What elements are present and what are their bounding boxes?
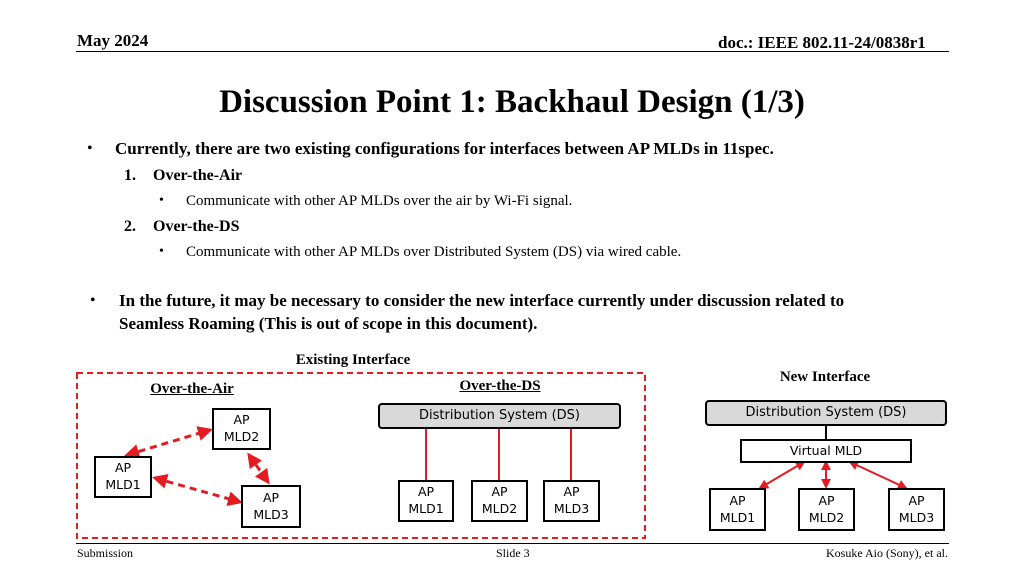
slide-title: Discussion Point 1: Backhaul Design (1/3… bbox=[219, 84, 805, 120]
new-interface-label: New Interface bbox=[779, 369, 871, 385]
ota-link-mld2-mld3 bbox=[247, 452, 270, 485]
existing-interface-frame bbox=[76, 372, 646, 539]
new-virtual-to-mld1 bbox=[758, 460, 806, 490]
footer-slide-number: Slide 3 bbox=[496, 546, 530, 560]
new-distribution-system: Distribution System (DS) bbox=[705, 400, 947, 426]
item1-description: Communicate with other AP MLDs over the … bbox=[186, 193, 573, 209]
ods-distribution-system: Distribution System (DS) bbox=[378, 403, 621, 429]
item1-number: 1. bbox=[124, 167, 136, 184]
footer-author: Kosuke Aio (Sony), et al. bbox=[826, 546, 948, 560]
bullet-existing-configs: Currently, there are two existing config… bbox=[115, 139, 774, 158]
bullet-future-line2: Seamless Roaming (This is out of scope i… bbox=[119, 314, 538, 333]
ota-link-mld1-mld3 bbox=[152, 474, 243, 506]
bullet-future-line1: In the future, it may be necessary to co… bbox=[119, 291, 845, 310]
header-date: May 2024 bbox=[77, 31, 149, 50]
sub-bullet-dot: • bbox=[159, 193, 164, 208]
virtual-mld: Virtual MLD bbox=[740, 439, 912, 463]
footer-submission: Submission bbox=[77, 546, 134, 560]
header-rule bbox=[76, 51, 949, 52]
over-the-air-label: Over-the-Air bbox=[150, 381, 234, 397]
item2-label: Over-the-DS bbox=[153, 218, 240, 235]
footer-rule bbox=[76, 543, 949, 544]
item1-label: Over-the-Air bbox=[153, 167, 243, 184]
sub-bullet-dot: • bbox=[159, 244, 164, 259]
ota-link-mld1-mld2 bbox=[124, 426, 213, 459]
new-virtual-to-mld3 bbox=[848, 460, 908, 490]
item2-number: 2. bbox=[124, 218, 136, 235]
bullet-dot: • bbox=[90, 292, 96, 309]
bullet-dot: • bbox=[87, 140, 93, 157]
header-doc: doc.: IEEE 802.11-24/0838r1 bbox=[718, 33, 926, 52]
existing-interface-label: Existing Interface bbox=[295, 352, 411, 368]
over-the-ds-label: Over-the-DS bbox=[459, 378, 541, 394]
item2-description: Communicate with other AP MLDs over Dist… bbox=[186, 244, 682, 260]
